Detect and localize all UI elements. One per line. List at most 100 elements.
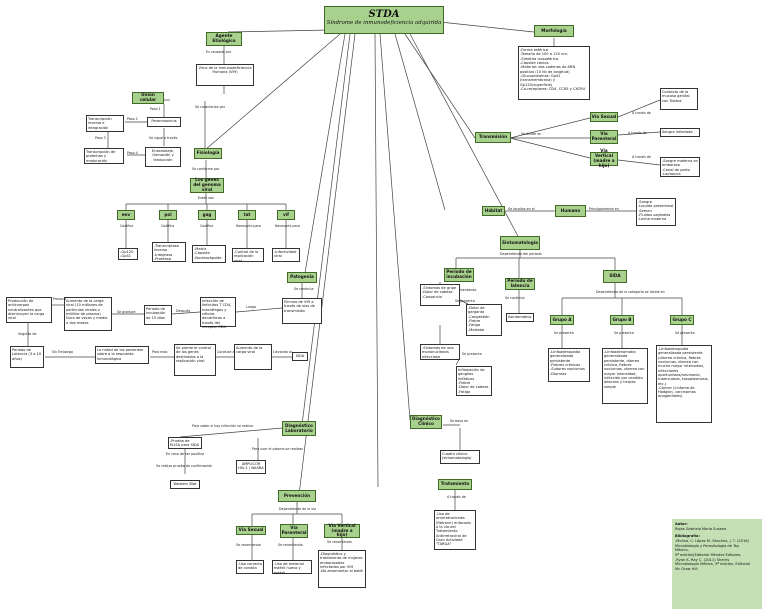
node-paramixovirus: Paramixovirus (147, 117, 181, 127)
label-codifica-3: Codifica (200, 224, 214, 228)
node-gripe-detail: -Dolor de garganta -Congestión -Fiebre -… (466, 304, 502, 336)
node-pol: pol (159, 210, 177, 220)
node-grupo-b: Grupo B (610, 315, 634, 325)
label-dependiendo: Dependiendo de la vía (279, 507, 317, 511)
label-en-caso: En caso de ser positivo (166, 452, 205, 456)
node-humano: Humano (555, 205, 586, 217)
node-tratamiento-detail: -Uso de antirretrovirales (Retrovir) enf… (434, 510, 476, 550)
bibliography-line: México, (675, 548, 689, 553)
label-a-traves3: A través de (632, 155, 651, 159)
node-morf-text: -Forma esférica -Tamaño de 100 a 120 nm.… (518, 46, 590, 100)
node-t-vertical-detail: -Sangre materna en embarazo -Canal de pa… (660, 157, 700, 177)
title-main: STDA (368, 9, 400, 20)
node-grupo-a: Grupo A (550, 315, 574, 325)
node-vif-detail: -Infectividad viral (272, 248, 300, 262)
node-p-vertical: Vía Vertical (madre a hijo) (324, 523, 360, 538)
label-continua2: Se continúa (505, 296, 525, 300)
label-provoca: Provoca (53, 297, 67, 301)
node-morfologia: Morfología (534, 25, 574, 37)
node-union: Unión celular (132, 92, 164, 104)
node-grupo-c: Grupo C (670, 315, 694, 325)
label-principalmente: Principalmente en (589, 207, 619, 211)
node-elim: Elimina de VIH a través de vías de trans… (282, 298, 322, 324)
author-heading: Autor: (675, 522, 688, 526)
node-transcripcion: Transcripción inversa e integración (86, 115, 124, 132)
label-se-produce2: Se presenta (462, 352, 482, 356)
node-agente: Agente Etiológico (206, 32, 242, 46)
label-presenta-a: Se presenta (554, 331, 574, 335)
label-dependiendo-grupo: Dependiendo de la categoría se divide en (596, 290, 665, 294)
label-a-traves-4: A través de (447, 495, 466, 499)
node-sida: SIDA (603, 270, 627, 283)
node-western: Western Blot (170, 480, 200, 489)
node-mitad: La mitad de los pacientes sobre a la res… (95, 346, 149, 364)
label-continua: Se continúa (294, 287, 314, 291)
node-amplicor: AMPLICOR HIV-1 / NASBA (236, 460, 266, 474)
node-puede: Se pierde el control de los genes destin… (174, 344, 216, 376)
author-box: Autor: Rojas Gabriela María Susana Bibli… (672, 519, 762, 609)
label-para-esto: Para esto (152, 350, 168, 354)
label-sin-embargo: Sin Embargo (52, 350, 73, 354)
label-hay-tiempo: Para saber si hay infección se realiza (192, 424, 253, 428)
label-se-basa: Se basa en (450, 419, 469, 423)
label-necesario-1: Necesario para (236, 224, 261, 228)
node-gag-detail: -Matriz -Cápside -Nucleocápside (192, 245, 226, 263)
node-inflamacion: Inflamación de ganglios linfáticos -Fieb… (456, 366, 492, 396)
node-habitat: Hábitat (482, 206, 505, 216)
label-followed: Se presenta (455, 299, 475, 303)
node-grupo-c-detail: -Linfoadenopatía generalizada persistent… (656, 345, 712, 423)
label-caracterizado: Se caracteriza por (195, 105, 226, 109)
node-p-parenteral-detail: -Uso de material estéril nuevo y estéril (272, 560, 312, 575)
node-fisiologia: Fisiología (194, 148, 222, 159)
node-tat-detail: -Control de la replicación viral (232, 248, 264, 263)
label-paso1: Paso 1 (150, 107, 161, 111)
node-incubacion: Periodo de incubación (444, 268, 474, 282)
node-p-vertical-detail: -Diagnóstico y tratamiento de mujeres em… (318, 550, 366, 588)
node-t-sexual: Vía Sexual (590, 112, 618, 122)
label-paso4: Paso 4 (127, 151, 138, 155)
node-prevencion: Prevención (278, 490, 316, 502)
label-paso3: Paso 3 (95, 136, 106, 140)
node-aumento: Aumento de la carga viral (10 millones d… (64, 297, 112, 331)
node-ensamblaje: Ensamblaje, Gemación y traducción (145, 147, 181, 167)
node-genes: Los genes del genoma viral (190, 177, 224, 193)
label-recomienda-2: Se recomienda (278, 543, 303, 547)
label-codifica-1: Codifica (120, 224, 134, 228)
label-luego: Luego (246, 305, 257, 309)
label-conduce: Conduce a (217, 350, 235, 354)
node-sintomatologia: Sintomatología (500, 236, 540, 250)
node-grupo-b-detail: -Linfoadenomatía generalizada persistent… (602, 348, 648, 404)
node-t-sexual-detail: Contacto de la mucosa genital con fluido… (660, 88, 698, 110)
bibliography-line: 5ª edición(Editorial Méndez Editores. (675, 553, 742, 558)
label-necesario-2: Necesario para (275, 224, 300, 228)
node-p-parenteral: Vía Parenteral (280, 524, 308, 538)
node-tratamiento: Tratamiento (438, 479, 472, 490)
label-despues: Después (176, 309, 191, 313)
label-presenta-c: Se presenta (675, 331, 695, 335)
node-t-vertical: Vía Vertical (madre a hijo) (590, 148, 618, 168)
label-codifica-2: Codifica (161, 224, 175, 228)
node-p-sexual: Vía Sexual (236, 526, 266, 535)
label-recomienda-3: Se recomienda (327, 540, 352, 544)
node-t-parenteral-detail: Sangre infectada (660, 128, 700, 137)
label-seguido2: Seguido de (18, 332, 37, 336)
label-paso2: Paso 2 (127, 117, 138, 121)
bibliography-line: Microbiología Médica, 5ª edición, Editor… (675, 562, 751, 567)
node-prueba: -Prueba de ELISA para SIDA (168, 437, 202, 449)
label-localiza: Se localiza en el (508, 207, 535, 211)
label-presenta-b: Se presenta (614, 331, 634, 335)
bibliography-line: -Molina, C. López M. Sánchez, J. T. (201… (675, 539, 749, 544)
node-vif: vif (277, 210, 295, 220)
node-env: env (117, 210, 135, 220)
title-sub: Síndrome de inmunodeficiencia adquirida (326, 20, 442, 26)
node-humano-detail: -Sangre -Líquido preseminal -Semen -Flui… (636, 198, 676, 226)
node-patogenia: Patogenia (287, 272, 317, 283)
node-periodo: Periodo de incubación de 15 días (144, 305, 172, 325)
label-medio: Se divide en (521, 132, 542, 136)
label-confirmarlo: Se realiza prueba de confirmación (156, 464, 213, 468)
bibliography-line: Mc Graw Hill (675, 567, 698, 572)
label-a-traves2: A través de (628, 131, 647, 135)
node-aumento2: Aumento de la carga viral (234, 344, 272, 370)
node-grupo-a-detail: -Linfoadenopatía generalizada persistent… (548, 348, 590, 382)
